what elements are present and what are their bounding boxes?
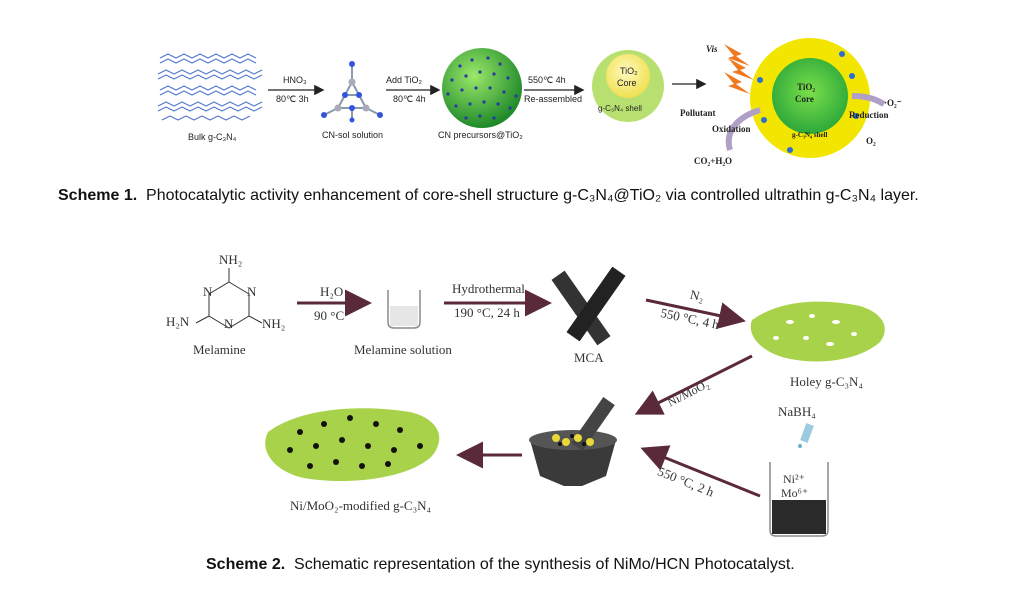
melamine-n3: N (224, 316, 234, 331)
scheme2-caption-text: Schematic representation of the synthesi… (294, 556, 795, 573)
scheme1-caption: Scheme 1. Photocatalytic activity enhanc… (58, 187, 919, 205)
scheme2-arrow1-bottom: 90 °C (314, 308, 345, 323)
oxidation-arrow (725, 107, 761, 151)
nabh4-label: NaBH₄ (778, 404, 816, 419)
cnsol-label: CN-sol solution (322, 130, 384, 140)
holey-gcn-label: Holey g-C₃N₄ (790, 374, 863, 389)
scheme2-arrow2-bottom: 190 °C, 24 h (454, 305, 520, 320)
scheme2-caption: Scheme 2. Schematic representation of th… (206, 556, 795, 574)
scheme2-caption-bold: Scheme 2. (206, 556, 286, 573)
light-bolts (724, 44, 754, 94)
ni-ion-label: Ni²⁺ (783, 472, 805, 486)
scheme1-caption-bold: Scheme 1. (58, 187, 138, 204)
scheme2-arrow-4 (634, 354, 753, 415)
big-shell-label: g-C₃N₄ shell (792, 131, 828, 139)
big-core-shell (750, 38, 870, 158)
pollutant-label: Pollutant (680, 108, 716, 118)
reduction-label: Reduction (849, 110, 889, 120)
melamine-n1: N (203, 284, 213, 299)
scheme1-arrow2-top: Add TiO₂ (386, 75, 423, 85)
reduction-arrow (851, 93, 886, 107)
vis-label: Vis (706, 44, 718, 54)
scheme1-caption-text: Photocatalytic activity enhancement of c… (146, 187, 919, 204)
products-label: CO₂+H₂O (694, 156, 733, 166)
scheme1-arrow3-bottom: Re-assembled (524, 94, 583, 104)
precursor-label: CN precursors@TiO₂ (438, 130, 523, 140)
melamine-nh2-right: NH₂ (262, 316, 286, 331)
scheme1-arrow1-top: HNO₃ (283, 75, 307, 85)
scheme1-arrow1-bottom: 80℃ 3h (276, 94, 309, 104)
scheme2-arrow-3 (645, 298, 746, 329)
melamine-nh2-top: NH₂ (219, 252, 243, 267)
holey-gcn-sheet (750, 301, 885, 362)
mca-rods-icon (551, 266, 626, 346)
scheme2-arrow1-top: H₂O (320, 284, 344, 299)
oxidation-label: Oxidation (712, 124, 751, 134)
melamine-structure (195, 268, 263, 329)
beaker-icon (387, 290, 421, 329)
melamine-nh2-left: H₂N (166, 314, 190, 329)
mo-ion-label: Mo⁶⁺ (781, 486, 809, 500)
oxygen-label: O₂ (866, 136, 876, 146)
big-core-top: TiO₂ (797, 82, 816, 92)
big-core-bottom: Core (795, 94, 814, 104)
mortar-pestle-icon (529, 397, 617, 486)
small-shell-label: g-C₃N₄ shell (598, 104, 642, 113)
bulk-gcn-layers (157, 53, 263, 121)
core-shell-particle (592, 50, 664, 122)
melamine-n2: N (247, 284, 257, 299)
scheme2-arrow2-top: Hydrothermal (452, 281, 525, 296)
small-core-bottom: Core (617, 78, 637, 88)
mca-label: MCA (574, 350, 604, 365)
dropper-icon (798, 423, 814, 448)
cn-sol-molecule (321, 61, 383, 123)
small-core-top: TiO₂ (620, 66, 638, 76)
scheme1-arrow2-bottom: 80℃ 4h (393, 94, 426, 104)
melamine-solution-label: Melamine solution (354, 342, 452, 357)
product-sheet (265, 408, 440, 482)
melamine-label: Melamine (193, 342, 246, 357)
bulk-gcn-label: Bulk g-C₃N₄ (188, 132, 237, 142)
scheme2-arrow-5 (640, 445, 761, 498)
precursor-beaker (769, 462, 829, 537)
cn-precursor-sphere (442, 48, 522, 128)
product-label: Ni/MoO₂-modified g-C₃N₄ (290, 498, 432, 513)
scheme1-arrow3-top: 550℃ 4h (528, 75, 566, 85)
superoxide-label: ·O₂⁻ (884, 98, 902, 108)
